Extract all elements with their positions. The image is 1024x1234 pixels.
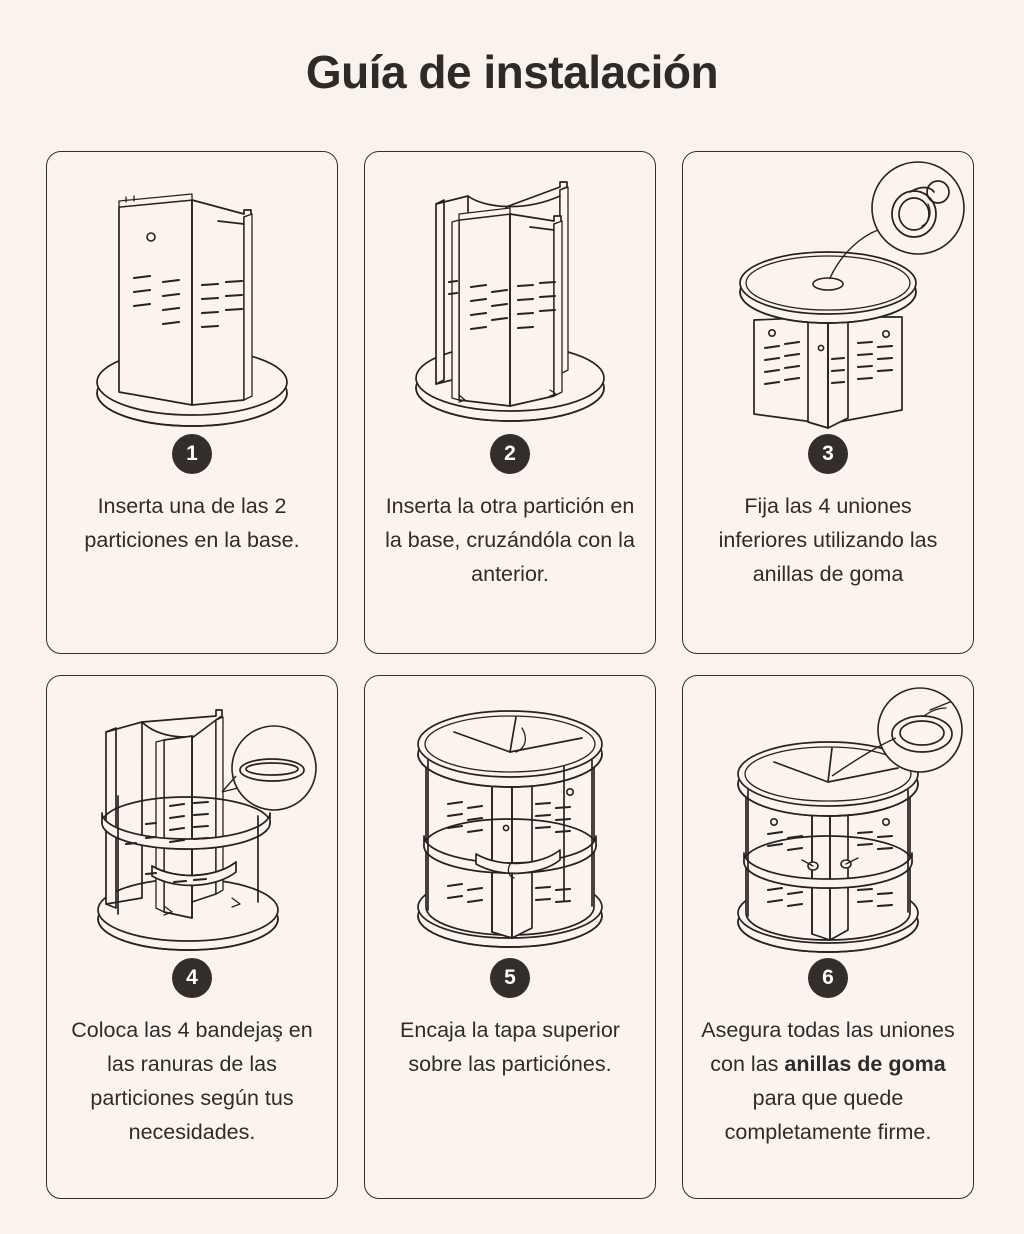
step-badge-1: 1 bbox=[172, 434, 212, 474]
step-card-1: 1 Inserta una de las 2 particiones en la… bbox=[46, 151, 338, 654]
step-card-2: 2 Inserta la otra partición en la base, … bbox=[364, 151, 656, 654]
step-illustration-2 bbox=[365, 152, 655, 437]
step-badge-2: 2 bbox=[490, 434, 530, 474]
steps-grid: 1 Inserta una de las 2 particiones en la… bbox=[46, 151, 978, 1199]
page-title: Guía de instalación bbox=[305, 45, 719, 98]
step-card-5: 5 Encaja la tapa superior sobre las part… bbox=[364, 675, 656, 1199]
step-caption-1: Inserta una de las 2 particiones en la b… bbox=[84, 494, 300, 552]
step-caption-6: Asegura todas las uniones con las anilla… bbox=[683, 1014, 973, 1150]
step-card-4: 4 Coloca las 4 bandejaş en las ranuras d… bbox=[46, 675, 338, 1199]
step-card-3: 3 Fija las 4 uniones inferiores utilizan… bbox=[682, 151, 974, 654]
step-caption-6-bold: anillas de goma bbox=[784, 1051, 946, 1076]
step-badge-5: 5 bbox=[490, 958, 530, 998]
step-illustration-4 bbox=[47, 676, 337, 961]
step-badge-3: 3 bbox=[808, 434, 848, 474]
step-caption-2: Inserta la otra partición en la base, cr… bbox=[385, 494, 635, 586]
step-badge-4: 4 bbox=[172, 958, 212, 998]
step-badge-6: 6 bbox=[808, 958, 848, 998]
step-illustration-1 bbox=[47, 152, 337, 437]
step-card-6: 6 Asegura todas las uniones con las anil… bbox=[682, 675, 974, 1199]
step-caption-5: Encaja la tapa superior sobre las partic… bbox=[400, 1018, 620, 1076]
step-caption-3: Fija las 4 uniones inferiores utilizando… bbox=[718, 494, 938, 586]
step-caption-6-suffix: para que quede completamente firme. bbox=[724, 1085, 932, 1144]
step-illustration-6 bbox=[683, 676, 973, 961]
step-caption-6-prefix: Asegura todas las uniones con las bbox=[701, 1018, 955, 1076]
step-illustration-3 bbox=[683, 152, 973, 437]
step-caption-4: Coloca las 4 bandejaş en las ranuras de … bbox=[71, 1018, 313, 1144]
step-illustration-5 bbox=[365, 676, 655, 961]
